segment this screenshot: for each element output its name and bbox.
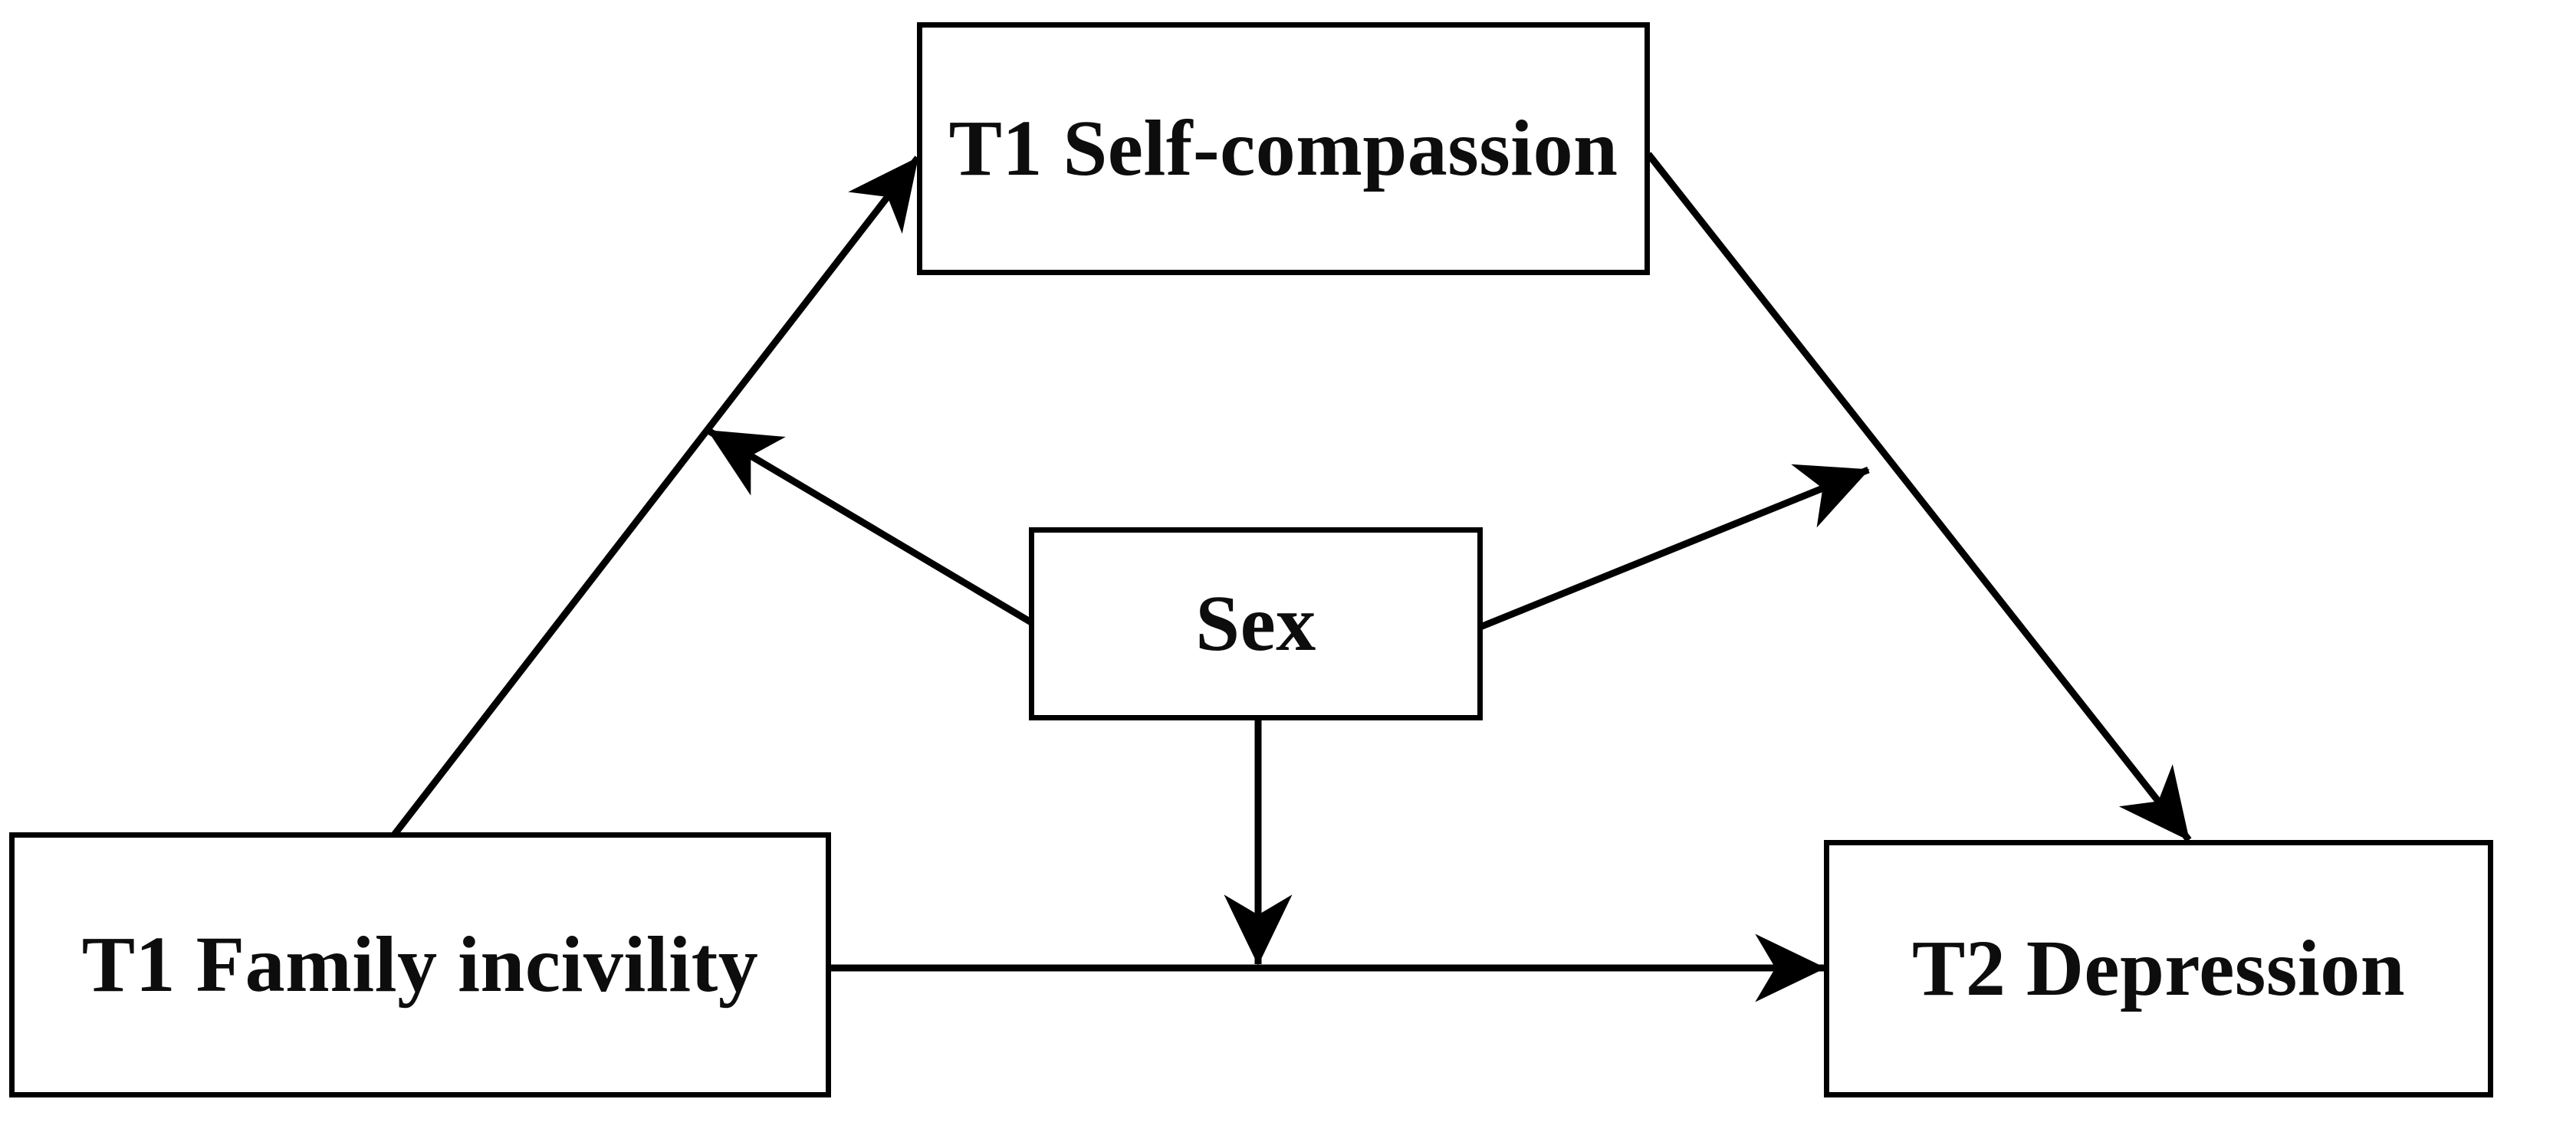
node-sex[interactable]: Sex: [1029, 527, 1483, 720]
node-self-compassion[interactable]: T1 Self-compassion: [917, 22, 1650, 275]
node-depression-label: T2 Depression: [1911, 924, 2406, 1012]
node-family-incivility[interactable]: T1 Family incivility: [9, 832, 831, 1097]
edge-incivility-to-self-compassion: [389, 156, 921, 839]
node-family-incivility-label: T1 Family incivility: [81, 920, 759, 1009]
edge-self-compassion-to-depression: [1645, 152, 2192, 842]
node-self-compassion-label: T1 Self-compassion: [948, 104, 1618, 192]
edge-sex-to-incivility-self-compassion-path: [706, 428, 1033, 625]
node-depression[interactable]: T2 Depression: [1824, 840, 2493, 1097]
edge-sex-to-self-compassion-depression-path: [1479, 464, 1870, 631]
node-sex-label: Sex: [1195, 579, 1316, 668]
